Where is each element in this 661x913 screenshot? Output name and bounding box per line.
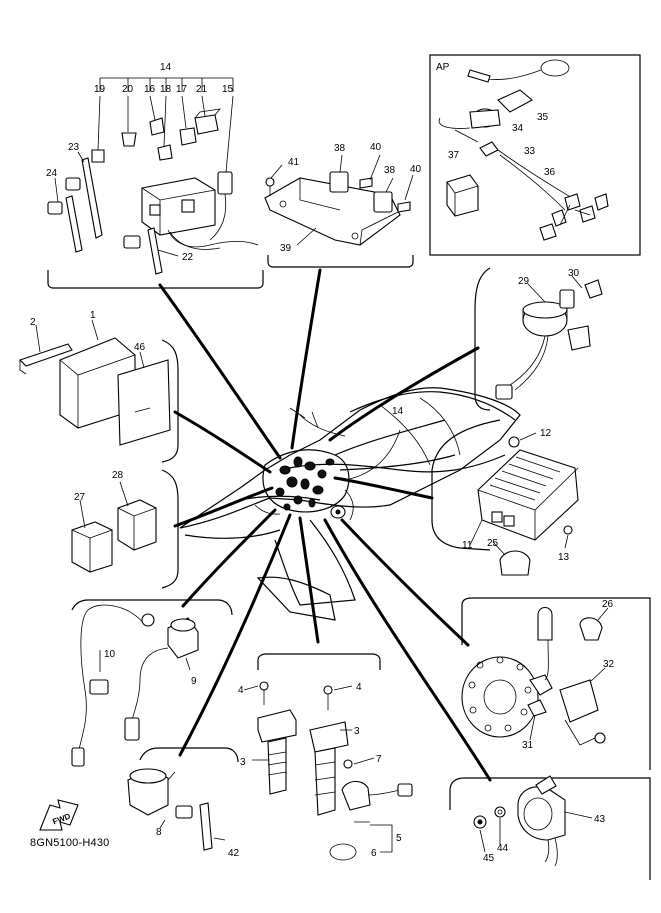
callout-6: 6	[371, 848, 377, 859]
pickup-coil-group	[461, 606, 609, 746]
callout-46: 46	[134, 342, 146, 353]
callout-18: 18	[160, 84, 172, 95]
ecu-group	[18, 319, 171, 446]
callout-34: 34	[512, 123, 524, 134]
callout-41: 41	[288, 157, 300, 168]
callout-12: 12	[540, 428, 552, 439]
callout-8: 8	[156, 827, 162, 838]
callout-3-left: 3	[240, 757, 246, 768]
callout-4-left: 4	[238, 685, 244, 696]
callout-23: 23	[68, 142, 80, 153]
ignition-coil-group	[243, 681, 413, 861]
callout-labels: 1 2 3 3 4 4 5 6 7 8 9 10 11 12 13 14 14 …	[30, 62, 615, 864]
callout-17: 17	[176, 84, 188, 95]
callout-19: 19	[94, 84, 106, 95]
callout-43: 43	[594, 814, 606, 825]
callout-13: 13	[558, 552, 570, 563]
callout-26: 26	[602, 599, 614, 610]
leader-lines	[158, 268, 492, 782]
callout-3-right: 3	[354, 726, 360, 737]
callout-42: 42	[228, 848, 240, 859]
callout-1: 1	[90, 310, 96, 321]
sensor-bottom-left-group: FWD	[39, 768, 226, 851]
relay-bracket-group	[264, 154, 414, 246]
callout-39: 39	[280, 243, 292, 254]
relay-pair-group	[71, 481, 157, 573]
callout-9: 9	[191, 676, 197, 687]
callout-14-frame: 14	[392, 406, 404, 417]
callout-11: 11	[462, 540, 473, 551]
callout-28: 28	[112, 470, 124, 481]
group-brackets	[47, 255, 651, 880]
callout-40-left: 40	[370, 142, 382, 153]
lead-and-sensor-group	[71, 604, 199, 767]
callout-35: 35	[537, 112, 549, 123]
fuse-relay-group	[47, 77, 259, 275]
callout-40-right: 40	[410, 164, 422, 175]
callout-38-right: 38	[384, 165, 396, 176]
callout-24: 24	[46, 168, 58, 179]
callout-36: 36	[544, 167, 556, 178]
callout-27: 27	[74, 492, 86, 503]
callout-30: 30	[568, 268, 580, 279]
callout-21: 21	[196, 84, 208, 95]
sensor-bottom-right-group	[473, 775, 593, 867]
main-switch-group	[495, 275, 603, 400]
frame-and-main-harness	[179, 387, 521, 621]
callout-32: 32	[603, 659, 615, 670]
callout-2: 2	[30, 317, 36, 328]
callout-38-left: 38	[334, 143, 346, 154]
callout-44: 44	[497, 843, 509, 854]
callout-33: 33	[524, 146, 536, 157]
ap-label: AP	[436, 62, 450, 73]
ap-detail-box: AP	[429, 54, 641, 256]
callout-14-top: 14	[160, 62, 172, 73]
callout-7: 7	[376, 754, 382, 765]
callout-4-right: 4	[356, 682, 362, 693]
callout-5: 5	[396, 833, 402, 844]
callout-15: 15	[222, 84, 234, 95]
callout-29: 29	[518, 276, 530, 287]
callout-16: 16	[144, 84, 156, 95]
diagram-reference-code: 8GN5100-H430	[30, 837, 110, 849]
callout-45: 45	[483, 853, 495, 864]
callout-20: 20	[122, 84, 134, 95]
callout-10: 10	[104, 649, 116, 660]
callout-25: 25	[487, 538, 499, 549]
callout-31: 31	[522, 740, 534, 751]
rectifier-regulator-group	[469, 432, 579, 576]
callout-37: 37	[448, 150, 460, 161]
callout-22: 22	[182, 252, 194, 263]
